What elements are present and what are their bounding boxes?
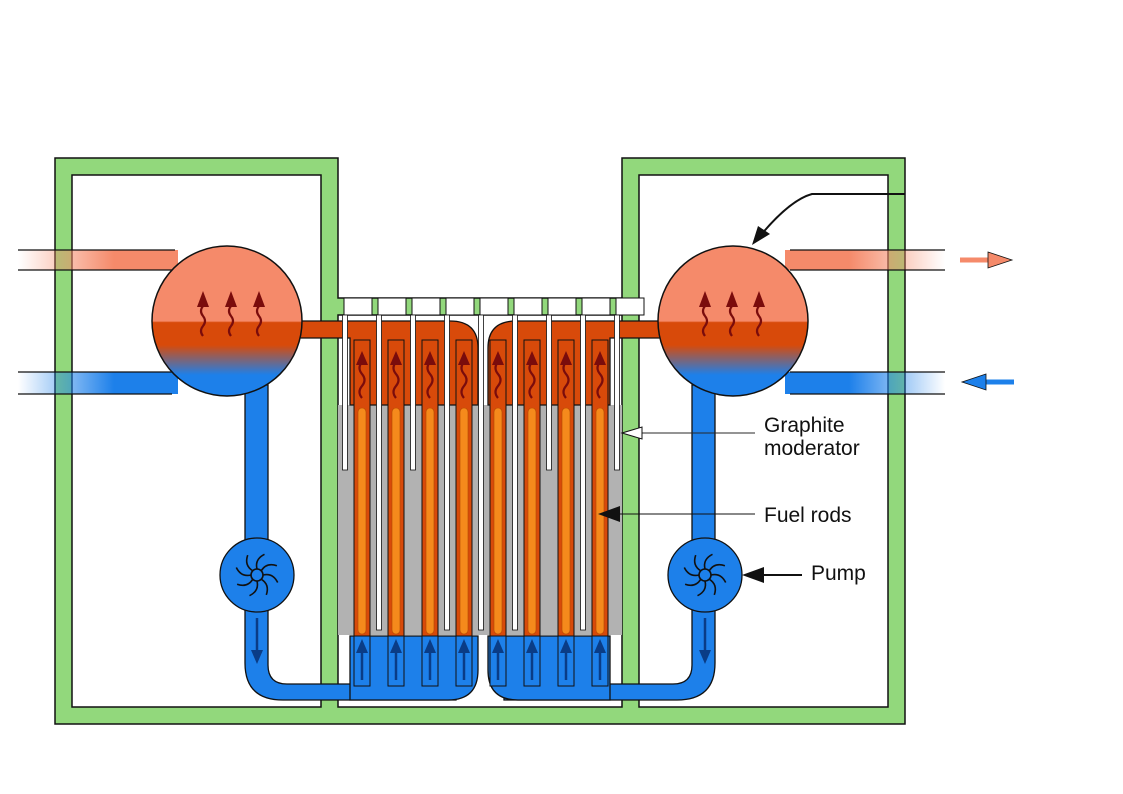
fuel-rods-label: Fuel rods <box>764 504 852 527</box>
fuel-rod <box>425 407 435 635</box>
heat-wave <box>392 361 400 399</box>
upflow-arrowhead <box>356 639 368 653</box>
impeller-blade <box>693 554 702 572</box>
impeller-blade <box>260 578 269 596</box>
rising-heat-icon <box>197 291 765 337</box>
control-rod-slot <box>581 297 611 316</box>
control-rod <box>512 314 518 631</box>
heat-wave <box>255 305 263 337</box>
impeller-blade <box>703 553 713 570</box>
impeller-blade <box>255 553 265 570</box>
upflow-arrowhead <box>424 639 436 653</box>
downflow-arrows <box>251 618 711 664</box>
heat-arrowhead <box>594 351 606 365</box>
fuel-rod <box>493 407 503 635</box>
impeller-blade <box>697 580 707 597</box>
heat-wave <box>460 361 468 399</box>
heat-arrowhead <box>753 291 765 307</box>
heat-arrowhead <box>424 351 436 365</box>
arrow-left-icon <box>960 373 1014 391</box>
upflow-arrowhead <box>492 639 504 653</box>
impeller-blade <box>236 578 254 587</box>
upflow-arrowhead <box>526 639 538 653</box>
control-rod-slot <box>547 297 577 316</box>
impeller-blade <box>260 563 278 572</box>
control-rod-slot <box>513 297 543 316</box>
impeller-blade <box>262 573 279 583</box>
heat-wave <box>701 305 709 337</box>
impeller-blade <box>245 554 254 572</box>
fuel-rod <box>459 407 469 635</box>
control-rod-slot <box>411 297 441 316</box>
heat-wave <box>426 361 434 399</box>
heat-wave <box>562 361 570 399</box>
arrow-right-icon <box>960 251 1014 269</box>
heat-arrowhead <box>560 351 572 365</box>
control-rod <box>580 314 586 631</box>
fuel-rod <box>357 407 367 635</box>
pump-left <box>219 537 295 613</box>
heat-wave <box>528 361 536 399</box>
fuel-rod <box>595 407 605 635</box>
control-rod-slot <box>615 297 645 316</box>
fuel-channels <box>342 314 620 687</box>
heat-arrowhead <box>253 291 265 307</box>
heat-arrowhead <box>225 291 237 307</box>
control-rod-slot <box>377 297 407 316</box>
fuel-rods-callout: Fuel rods <box>598 504 852 527</box>
impeller-blade <box>708 578 717 596</box>
control-rod <box>376 314 382 631</box>
control-rod-slots <box>343 297 645 316</box>
upflow-arrowhead <box>560 639 572 653</box>
impeller-blade <box>249 580 259 597</box>
impeller-icon <box>235 553 279 597</box>
pump-callout: Pump <box>742 562 866 585</box>
steam-drum-left <box>18 245 303 397</box>
heat-wave <box>728 305 736 337</box>
control-rod <box>614 314 620 471</box>
heat-wave <box>596 361 604 399</box>
control-rod <box>410 314 416 471</box>
heat-arrowhead <box>197 291 209 307</box>
heat-arrowhead <box>356 351 368 365</box>
control-rod <box>342 314 348 471</box>
fuel-rod <box>561 407 571 635</box>
control-rod <box>546 314 552 471</box>
graphite-label-line1: Graphite <box>764 414 845 437</box>
impeller-blade <box>708 563 726 572</box>
upflow-arrowhead <box>458 639 470 653</box>
impeller-blade <box>235 567 252 577</box>
heat-wave <box>755 305 763 337</box>
heat-arrowhead <box>526 351 538 365</box>
control-rod <box>444 314 450 631</box>
impeller-blade <box>710 573 727 583</box>
upflow-arrowhead <box>594 639 606 653</box>
heat-arrowhead <box>390 351 402 365</box>
heat-arrowhead <box>699 291 711 307</box>
pump-label: Pump <box>811 562 866 585</box>
impeller-blade <box>684 578 702 587</box>
upflow-arrowhead <box>390 639 402 653</box>
graphite-label-line2: moderator <box>764 437 860 460</box>
heat-arrowhead <box>492 351 504 365</box>
control-rod-slot <box>445 297 475 316</box>
control-rod-slot <box>343 297 373 316</box>
heat-wave <box>494 361 502 399</box>
fuel-rod <box>527 407 537 635</box>
heat-arrowhead <box>458 351 470 365</box>
heat-wave <box>227 305 235 337</box>
graphite-moderator-callout: Graphite moderator <box>620 414 860 460</box>
cold-water-piping <box>18 371 945 701</box>
heat-wave <box>358 361 366 399</box>
pump-right <box>667 537 743 613</box>
fuel-rod <box>391 407 401 635</box>
impeller-blade <box>683 567 700 577</box>
impeller-icon <box>683 553 727 597</box>
control-rod <box>478 314 484 631</box>
control-rod-slot <box>479 297 509 316</box>
heat-arrowhead <box>726 291 738 307</box>
heat-wave <box>199 305 207 337</box>
steam-drum-callout <box>752 193 905 245</box>
